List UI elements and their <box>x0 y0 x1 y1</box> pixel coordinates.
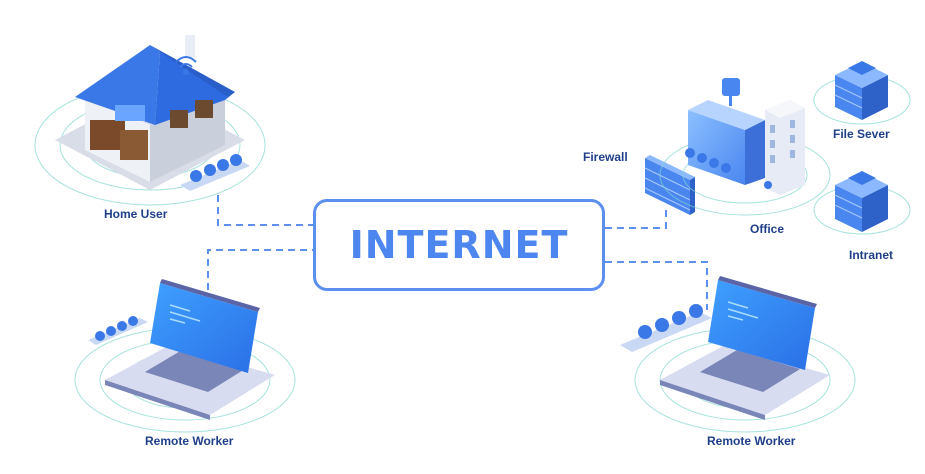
file-server-node <box>813 61 911 125</box>
intranet-label: Intranet <box>849 248 894 262</box>
connector-home-user <box>217 195 313 226</box>
tree-row <box>180 154 250 191</box>
connector-remote-left <box>207 249 313 290</box>
file-server-label: File Sever <box>833 127 890 141</box>
house-icon <box>55 35 245 190</box>
internet-box: INTERNET <box>313 199 605 291</box>
office-building-icon <box>685 78 805 195</box>
office-label: Office <box>750 222 785 236</box>
remote-worker-left-label: Remote Worker <box>145 434 234 448</box>
laptop-icon <box>105 279 275 420</box>
connector-remote-right <box>605 261 708 310</box>
remote-worker-right-node <box>620 276 856 433</box>
home-user-label: Home User <box>104 207 168 221</box>
laptop-icon <box>660 276 830 420</box>
tree-icon <box>190 154 242 182</box>
home-user-node <box>34 35 266 206</box>
server-icon <box>834 61 888 120</box>
intranet-node <box>813 171 911 235</box>
wifi-icon <box>175 56 197 75</box>
tree-row <box>88 316 148 345</box>
tree-row <box>620 304 712 352</box>
firewall-icon <box>644 155 695 215</box>
firewall-label: Firewall <box>583 150 628 164</box>
connector-lines <box>207 195 708 310</box>
connector-firewall <box>605 210 667 229</box>
remote-worker-right-label: Remote Worker <box>707 434 796 448</box>
remote-worker-left-node <box>74 279 296 433</box>
office-node <box>659 78 831 216</box>
internet-label: INTERNET <box>349 223 569 267</box>
server-icon <box>834 171 888 232</box>
